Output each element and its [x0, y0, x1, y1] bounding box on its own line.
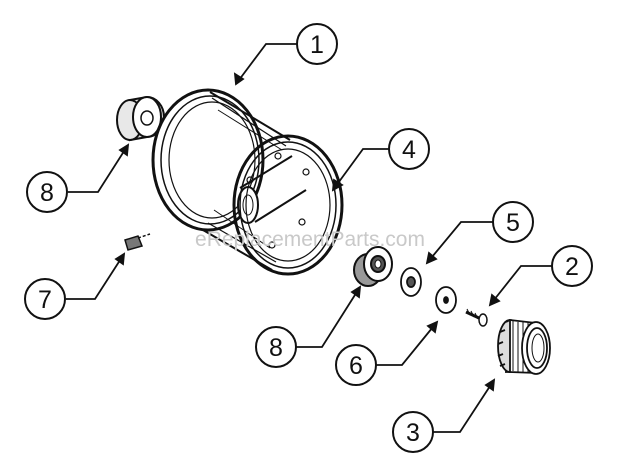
- callout-4-label: 4: [402, 136, 416, 164]
- callout-6: 6: [335, 344, 377, 386]
- callout-3-label: 3: [406, 419, 420, 447]
- sprocket-hub: [497, 318, 551, 375]
- watermark-text: eReplacementParts.com: [195, 228, 425, 251]
- callout-1-label: 1: [310, 31, 324, 59]
- callout-8-center-label: 8: [269, 334, 283, 362]
- bearing-center: [353, 246, 393, 287]
- callout-5-label: 5: [506, 209, 520, 237]
- flat-washer: [435, 286, 457, 314]
- callout-7-label: 7: [38, 286, 52, 314]
- callout-8-center: 8: [255, 326, 297, 368]
- leader-lines: [66, 43, 552, 433]
- callout-1: 1: [296, 23, 338, 65]
- callout-3: 3: [392, 411, 434, 453]
- valve-stem: [124, 233, 151, 251]
- callout-7: 7: [24, 278, 66, 320]
- callout-4: 4: [388, 128, 430, 170]
- screw: [465, 308, 488, 327]
- wheel-rim: [151, 88, 344, 276]
- callout-6-label: 6: [349, 352, 363, 380]
- spacer-washer: [400, 267, 422, 297]
- callout-8-top-label: 8: [40, 179, 54, 207]
- callout-8-top: 8: [26, 171, 68, 213]
- callout-2: 2: [551, 245, 593, 287]
- callout-2-label: 2: [565, 253, 579, 281]
- bearing-left: [116, 95, 165, 142]
- callout-5: 5: [492, 201, 534, 243]
